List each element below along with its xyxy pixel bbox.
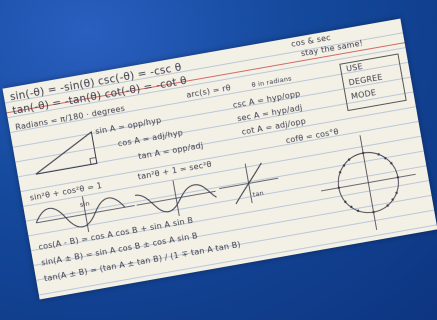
tangent-curve-sketch bbox=[219, 162, 279, 205]
index-card: sin(-θ) = -sin(θ) csc(-θ) = -csc θ tan(-… bbox=[2, 18, 437, 300]
right-triangle-sketch bbox=[35, 131, 98, 175]
cosine-curve-sketch bbox=[134, 180, 217, 217]
sine-curve-sketch bbox=[35, 196, 135, 232]
unit-circle-sketch bbox=[321, 135, 416, 230]
sine-curve-label: sin bbox=[79, 199, 91, 209]
